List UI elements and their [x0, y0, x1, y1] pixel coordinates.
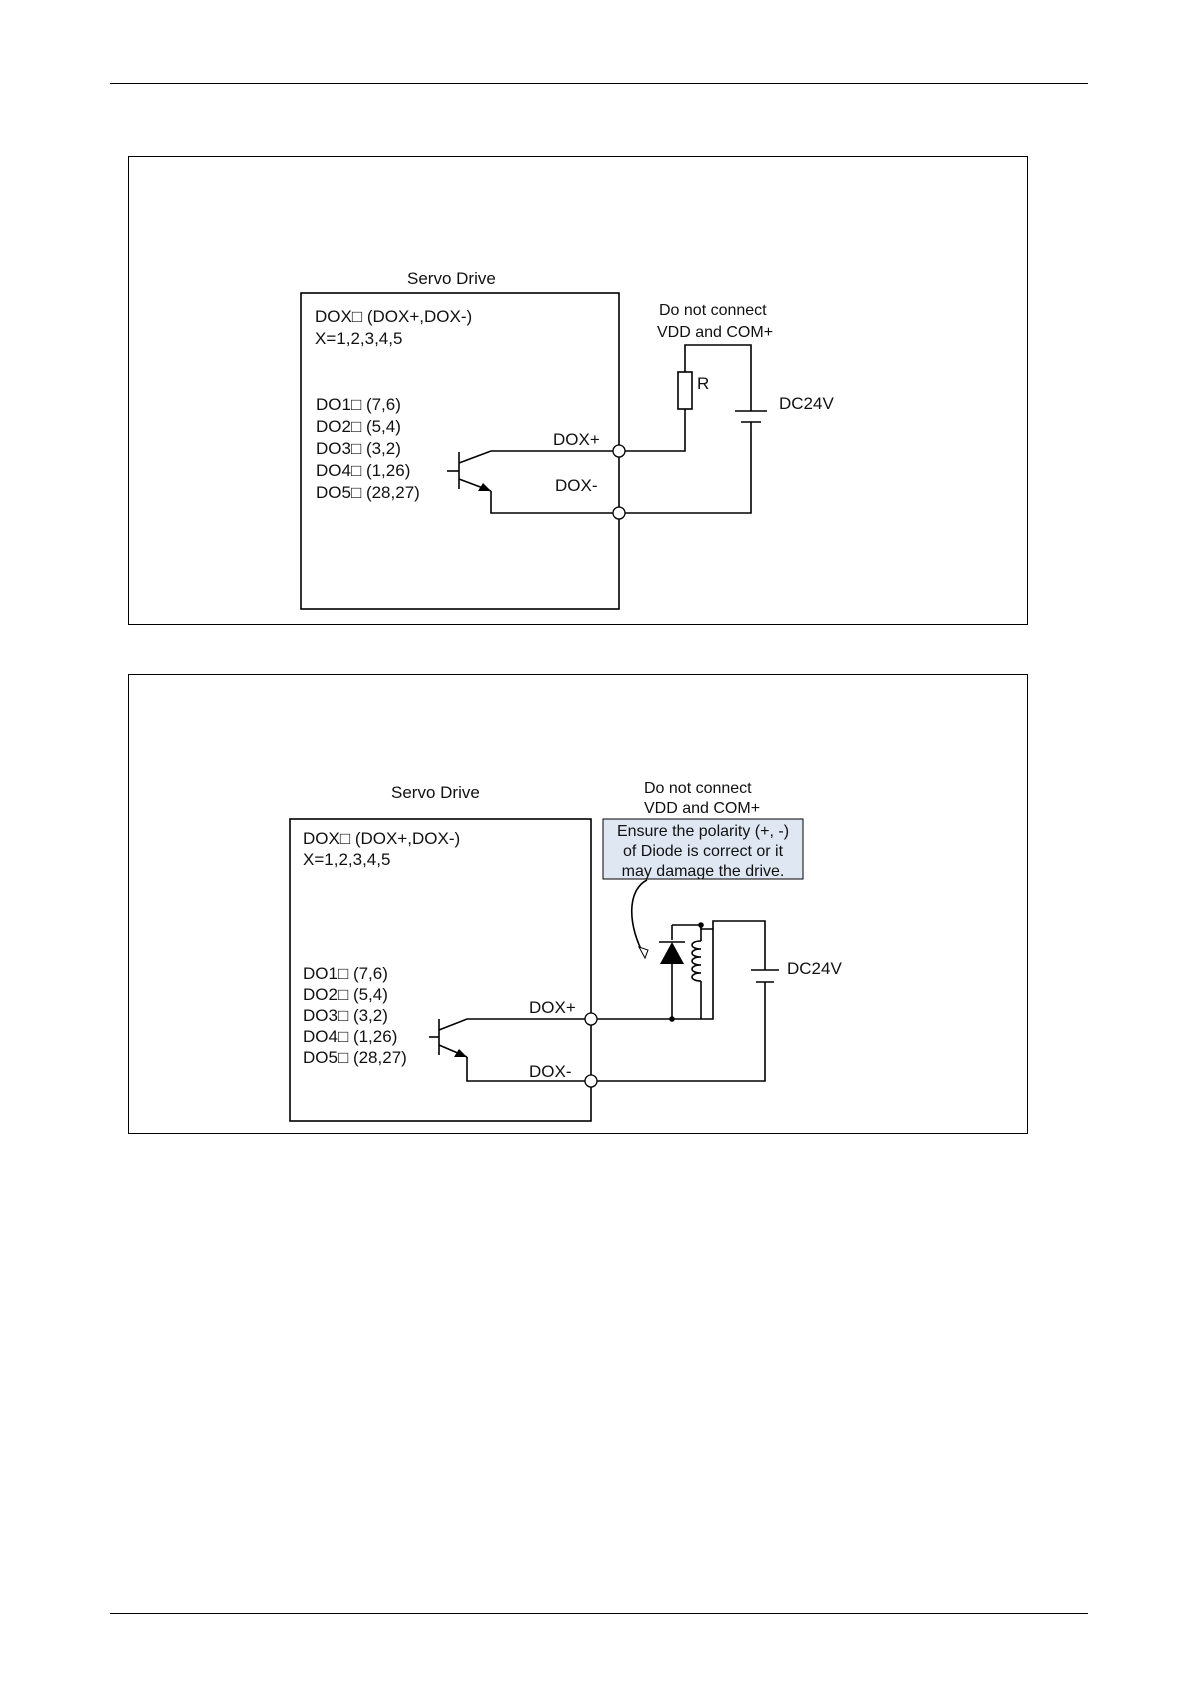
servo-drive-title: Servo Drive: [407, 269, 496, 288]
resistor-symbol: [677, 371, 693, 410]
diagram-inductive-load: Servo Drive DOX□ (DOX+,DOX-) X=1,2,3,4,5…: [128, 674, 1028, 1134]
servo-drive-box: [289, 818, 592, 1122]
circuit-resistive: Servo Drive DOX□ (DOX+,DOX-) X=1,2,3,4,5…: [300, 269, 834, 610]
warning-line-1: Ensure the polarity (+, -): [617, 823, 789, 840]
plus-wire: [619, 409, 686, 452]
pin-do5: DO5□ (28,27): [303, 1048, 407, 1067]
minus-wire: [591, 982, 766, 1082]
junction-dot-upper: [698, 922, 704, 928]
header-rule: [110, 83, 1088, 84]
transistor-symbol: [447, 450, 619, 514]
top-wire: [712, 920, 766, 970]
battery-symbol: [751, 969, 779, 983]
note-line-1: Do not connect: [659, 302, 767, 319]
dox-plus-label: DOX+: [529, 998, 576, 1017]
note-line-2: VDD and COM+: [657, 324, 773, 341]
terminal-dox-minus: [612, 506, 626, 520]
terminal-dox-minus: [584, 1074, 598, 1088]
pin-do4: DO4□ (1,26): [316, 461, 410, 480]
callout-arrowhead: [637, 946, 649, 960]
note-line-2: VDD and COM+: [644, 800, 760, 817]
pin-do2: DO2□ (5,4): [303, 985, 388, 1004]
diode-symbol: [659, 941, 685, 964]
pin-do2: DO2□ (5,4): [316, 417, 401, 436]
resistor-label: R: [697, 374, 709, 393]
warning-callout: [602, 818, 804, 880]
dox-definition: DOX□ (DOX+,DOX-): [315, 307, 472, 326]
top-wire: [684, 344, 752, 411]
diagram-resistive-load: Servo Drive DOX□ (DOX+,DOX-) X=1,2,3,4,5…: [128, 156, 1028, 625]
warning-line-2: of Diode is correct or it: [623, 843, 784, 860]
pin-do1: DO1□ (7,6): [303, 964, 388, 983]
footer-rule: [110, 1613, 1088, 1614]
callout-arrow: [630, 879, 648, 958]
terminal-dox-plus: [612, 444, 626, 458]
dox-plus-label: DOX+: [553, 430, 600, 449]
minus-wire: [619, 436, 752, 514]
pin-do4: DO4□ (1,26): [303, 1027, 397, 1046]
transistor-symbol: [429, 1018, 591, 1082]
x-range: X=1,2,3,4,5: [315, 329, 402, 348]
servo-drive-title: Servo Drive: [391, 783, 480, 802]
circuit-inductive: Servo Drive DOX□ (DOX+,DOX-) X=1,2,3,4,5…: [289, 780, 842, 1122]
terminal-dox-plus: [584, 1012, 598, 1026]
coil-symbol: [691, 925, 702, 1019]
dox-definition: DOX□ (DOX+,DOX-): [303, 829, 460, 848]
supply-label: DC24V: [779, 394, 834, 413]
battery-symbol: [735, 410, 767, 436]
pin-do5: DO5□ (28,27): [316, 483, 420, 502]
x-range: X=1,2,3,4,5: [303, 850, 390, 869]
dox-minus-label: DOX-: [529, 1062, 572, 1081]
pin-do3: DO3□ (3,2): [303, 1006, 388, 1025]
warning-line-3: may damage the drive.: [622, 863, 785, 880]
pin-do3: DO3□ (3,2): [316, 439, 401, 458]
note-line-1: Do not connect: [644, 780, 752, 797]
supply-label: DC24V: [787, 959, 842, 978]
junction-dot-lower: [669, 1016, 675, 1022]
pin-do1: DO1□ (7,6): [316, 395, 401, 414]
dox-minus-label: DOX-: [555, 476, 598, 495]
